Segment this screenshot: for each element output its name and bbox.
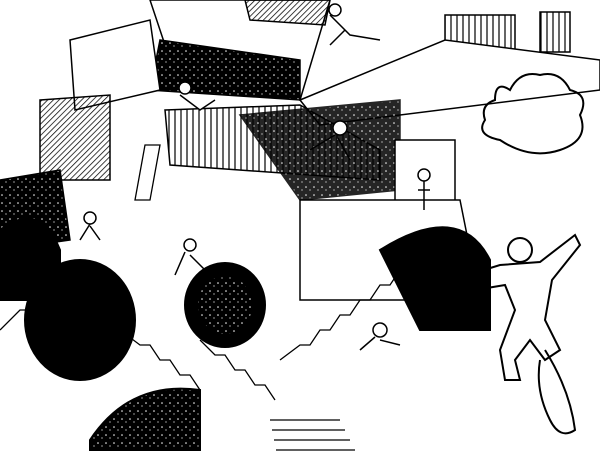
staircases [0, 144, 401, 451]
skater-figures [79, 3, 431, 351]
tunnels [0, 217, 491, 451]
large-skater-outline [433, 73, 585, 435]
